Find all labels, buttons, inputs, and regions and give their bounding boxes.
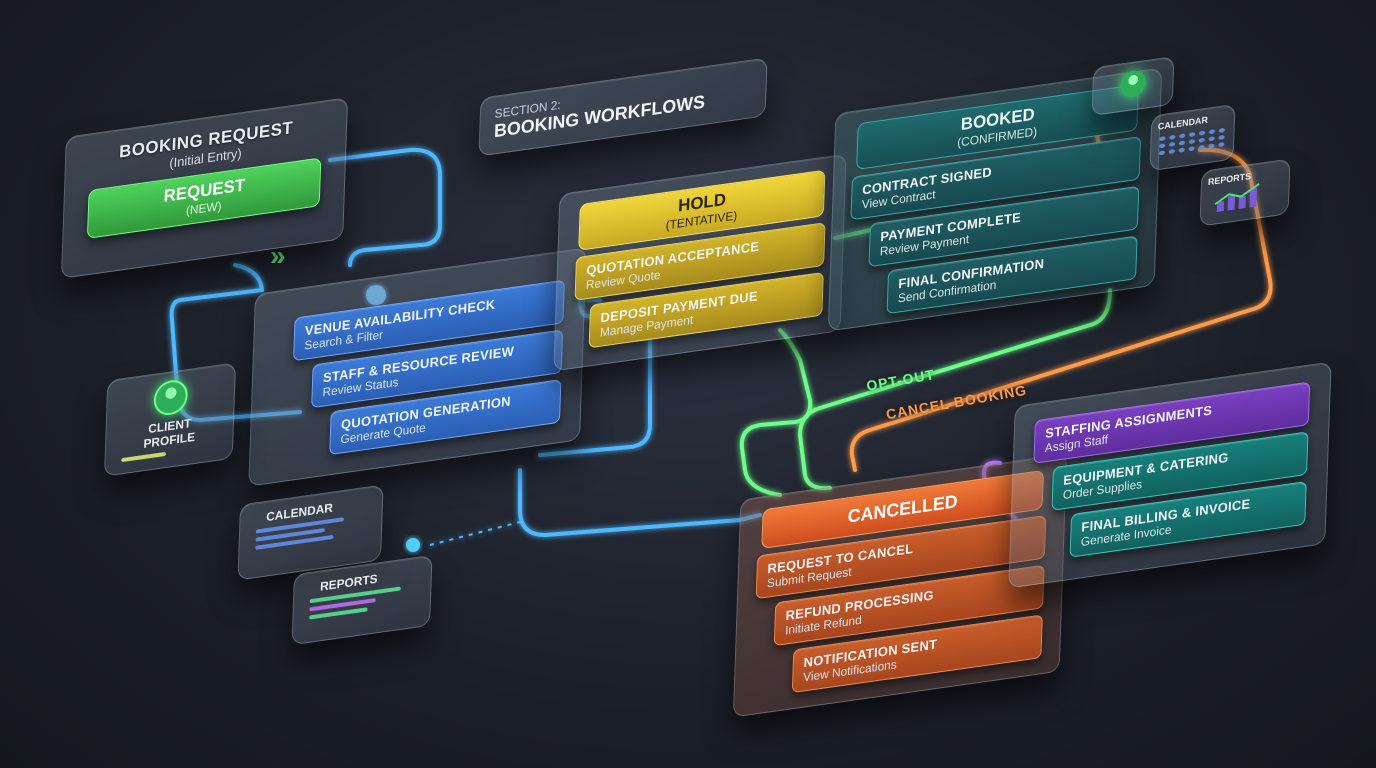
glow-dot-calendar xyxy=(406,538,420,552)
wire-booked-optout xyxy=(798,288,1112,491)
bar-chart-icon xyxy=(1214,183,1260,213)
wire-dashed-calendar xyxy=(429,521,521,546)
wire-request-to-availability xyxy=(328,147,442,267)
wire-cancel-booking xyxy=(849,147,1273,472)
chevron-forward-icon: » xyxy=(270,240,286,271)
glow-dot-availability xyxy=(366,285,386,305)
users-icon xyxy=(1119,68,1147,99)
right-reports-card[interactable]: REPORTS xyxy=(1199,158,1291,227)
profile-bar xyxy=(121,451,166,463)
client-profile-card[interactable]: CLIENT PROFILE xyxy=(103,362,237,477)
wire-availability-to-cancelled xyxy=(518,468,762,537)
wire-hold-to-cancelled xyxy=(739,328,813,497)
user-avatar-icon xyxy=(153,378,189,418)
wire-request-down xyxy=(169,263,302,422)
calendar-grid-icon xyxy=(1156,125,1228,159)
